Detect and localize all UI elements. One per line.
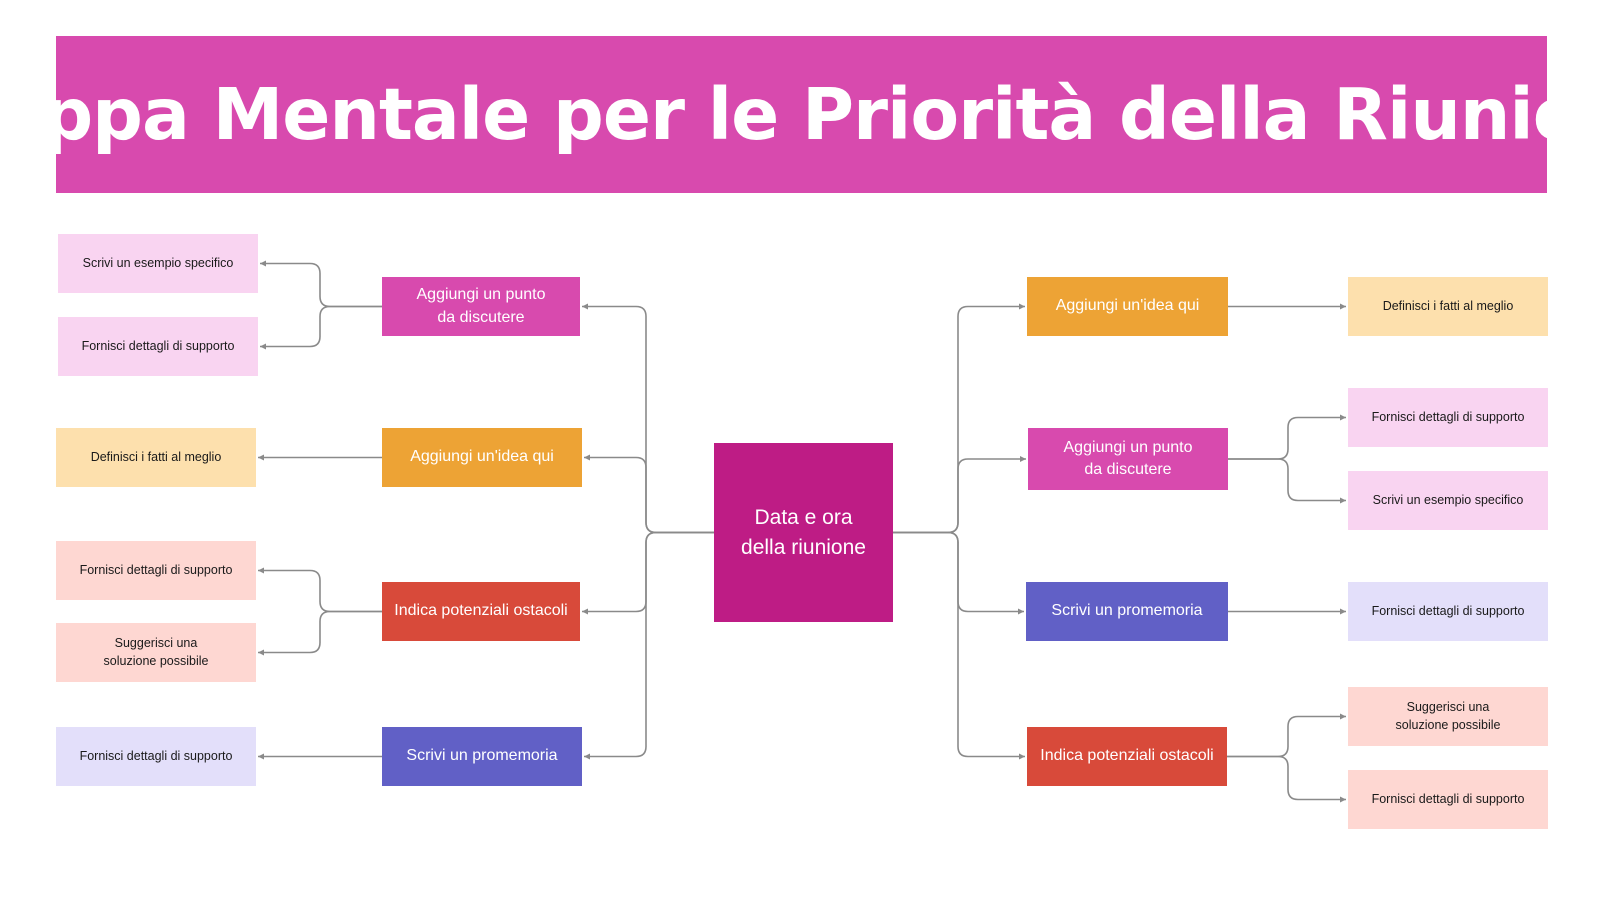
left-branch-3-indica-potenziali-ostacoli-label: Indica potenziali ostacoli xyxy=(394,602,568,620)
left-branch-3-indica-potenziali-ostacoli-connector xyxy=(582,531,714,615)
right-branch-2-aggiungi-un-punto-da-discutere-leaf-2[interactable]: Scrivi un esempio specifico xyxy=(1348,471,1548,530)
right-branch-1-aggiungi-un-idea-qui-leaf-1-label: Definisci i fatti al meglio xyxy=(1382,298,1514,313)
page-title: Mappa Mentale per le Priorità della Riun… xyxy=(0,73,1600,156)
left-branch-3-indica-potenziali-ostacoli-leaf-1-connector xyxy=(258,567,382,613)
title-banner: Mappa Mentale per le Priorità della Riun… xyxy=(0,36,1600,193)
left-branch-1-aggiungi-un-punto-da-discutere-leaf-1-connector xyxy=(260,260,382,308)
right-branch-4-indica-potenziali-ostacoli-leaf-1-connector xyxy=(1227,713,1346,758)
central-topic-label: Data e ora della riunione xyxy=(741,506,866,559)
left-branch-2-aggiungi-un-idea-qui-connector xyxy=(584,454,714,534)
left-branch-3-indica-potenziali-ostacoli[interactable]: Indica potenziali ostacoli xyxy=(382,582,580,641)
right-branch-3-scrivi-un-promemoria-leaf-1-label: Fornisci dettagli di supporto xyxy=(1371,603,1525,618)
left-branch-4-scrivi-un-promemoria-connector xyxy=(584,531,714,760)
right-branch-4-indica-potenziali-ostacoli-connector xyxy=(893,531,1025,760)
right-branch-2-aggiungi-un-punto-da-discutere-leaf-1[interactable]: Fornisci dettagli di supporto xyxy=(1348,388,1548,447)
left-branch-1-aggiungi-un-punto-da-discutere-leaf-2-label: Fornisci dettagli di supporto xyxy=(81,338,235,353)
central-topic[interactable]: Data e ora della riunione xyxy=(714,443,893,622)
left-branch-1-aggiungi-un-punto-da-discutere-leaf-2-connector xyxy=(260,305,382,350)
right-branch-2-aggiungi-un-punto-da-discutere-leaf-1-label: Fornisci dettagli di supporto xyxy=(1371,409,1525,424)
left-branch-4-scrivi-un-promemoria[interactable]: Scrivi un promemoria xyxy=(382,727,582,786)
right-branch-4-indica-potenziali-ostacoli-leaf-1-label: Suggerisci una soluzione possibile xyxy=(1395,700,1501,732)
right-branch-4-indica-potenziali-ostacoli-label: Indica potenziali ostacoli xyxy=(1040,747,1214,765)
right-branch-3-scrivi-un-promemoria[interactable]: Scrivi un promemoria xyxy=(1026,582,1228,641)
right-branch-2-aggiungi-un-punto-da-discutere-leaf-1-connector xyxy=(1228,414,1346,460)
right-branch-4-indica-potenziali-ostacoli-leaf-1[interactable]: Suggerisci una soluzione possibile xyxy=(1348,687,1548,746)
right-branch-4-indica-potenziali-ostacoli-leaf-2-connector xyxy=(1227,755,1346,803)
left-branch-2-aggiungi-un-idea-qui-label: Aggiungi un'idea qui xyxy=(410,448,554,466)
right-branch-1-aggiungi-un-idea-qui-leaf-1[interactable]: Definisci i fatti al meglio xyxy=(1348,277,1548,336)
left-branch-1-aggiungi-un-punto-da-discutere[interactable]: Aggiungi un punto da discutere xyxy=(382,277,580,336)
right-branch-3-scrivi-un-promemoria-leaf-1[interactable]: Fornisci dettagli di supporto xyxy=(1348,582,1548,641)
left-branch-1-aggiungi-un-punto-da-discutere-leaf-1[interactable]: Scrivi un esempio specifico xyxy=(58,234,258,293)
left-branch-4-scrivi-un-promemoria-leaf-1-label: Fornisci dettagli di supporto xyxy=(79,748,233,763)
left-branch-1-aggiungi-un-punto-da-discutere-leaf-1-label: Scrivi un esempio specifico xyxy=(82,255,234,270)
left-branch-1-aggiungi-un-punto-da-discutere-connector xyxy=(582,303,714,534)
right-branch-4-indica-potenziali-ostacoli-leaf-2[interactable]: Fornisci dettagli di supporto xyxy=(1348,770,1548,829)
right-branch-1-aggiungi-un-idea-qui-label: Aggiungi un'idea qui xyxy=(1055,297,1200,315)
left-branch-3-indica-potenziali-ostacoli-leaf-1[interactable]: Fornisci dettagli di supporto xyxy=(56,541,256,600)
right-branch-2-aggiungi-un-punto-da-discutere-leaf-2-label: Scrivi un esempio specifico xyxy=(1372,492,1524,507)
left-branch-1-aggiungi-un-punto-da-discutere-label: Aggiungi un punto da discutere xyxy=(416,286,546,326)
right-branch-2-aggiungi-un-punto-da-discutere[interactable]: Aggiungi un punto da discutere xyxy=(1028,428,1228,490)
right-branch-1-aggiungi-un-idea-qui-connector xyxy=(893,303,1025,534)
right-branch-2-aggiungi-un-punto-da-discutere-connector xyxy=(893,456,1026,534)
left-branch-4-scrivi-un-promemoria-leaf-1[interactable]: Fornisci dettagli di supporto xyxy=(56,727,256,786)
right-branch-2-aggiungi-un-punto-da-discutere-label: Aggiungi un punto da discutere xyxy=(1063,438,1193,478)
right-branch-1-aggiungi-un-idea-qui[interactable]: Aggiungi un'idea qui xyxy=(1027,277,1228,336)
left-branch-3-indica-potenziali-ostacoli-leaf-2[interactable]: Suggerisci una soluzione possibile xyxy=(56,623,256,682)
left-branch-2-aggiungi-un-idea-qui-leaf-1-label: Definisci i fatti al meglio xyxy=(90,449,222,464)
right-branch-3-scrivi-un-promemoria-label: Scrivi un promemoria xyxy=(1051,602,1203,620)
left-branch-2-aggiungi-un-idea-qui-leaf-1[interactable]: Definisci i fatti al meglio xyxy=(56,428,256,487)
right-branch-4-indica-potenziali-ostacoli[interactable]: Indica potenziali ostacoli xyxy=(1027,727,1227,786)
left-branch-3-indica-potenziali-ostacoli-leaf-1-label: Fornisci dettagli di supporto xyxy=(79,562,233,577)
right-branch-4-indica-potenziali-ostacoli-leaf-2-label: Fornisci dettagli di supporto xyxy=(1371,791,1525,806)
left-branch-2-aggiungi-un-idea-qui[interactable]: Aggiungi un'idea qui xyxy=(382,428,582,487)
left-branch-3-indica-potenziali-ostacoli-leaf-2-connector xyxy=(258,610,382,656)
left-branch-1-aggiungi-un-punto-da-discutere-leaf-2[interactable]: Fornisci dettagli di supporto xyxy=(58,317,258,376)
right-branch-2-aggiungi-un-punto-da-discutere-leaf-2-connector xyxy=(1228,458,1346,504)
left-branch-4-scrivi-un-promemoria-label: Scrivi un promemoria xyxy=(406,747,558,765)
left-branch-3-indica-potenziali-ostacoli-leaf-2-label: Suggerisci una soluzione possibile xyxy=(103,636,209,668)
